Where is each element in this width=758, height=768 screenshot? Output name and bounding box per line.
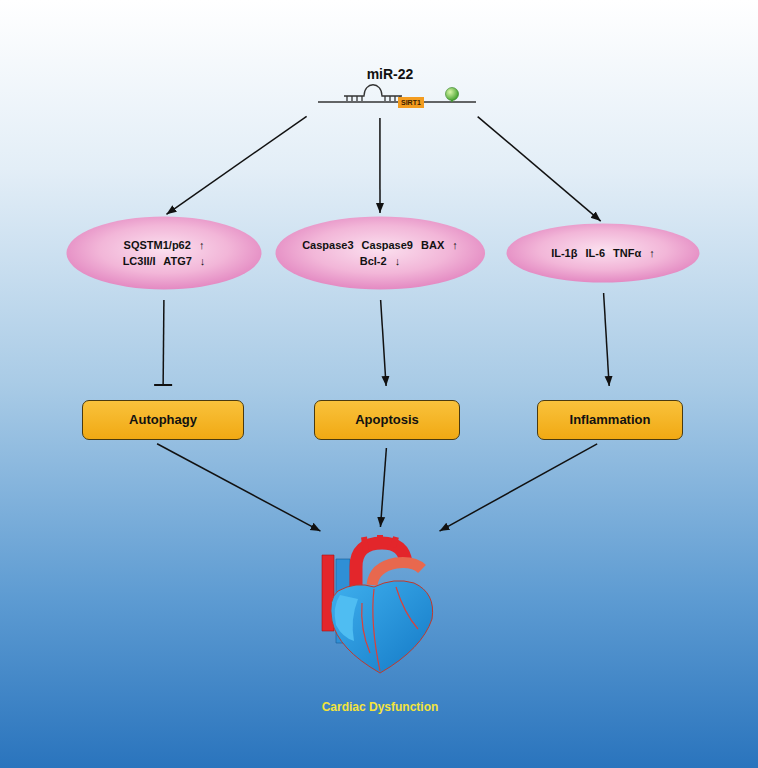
marker-ellipse: SQSTM1/p62 ↑LC3II/I ATG7 ↓ (66, 216, 262, 290)
coronary-vessels (362, 587, 418, 671)
ellipse-shape (275, 217, 485, 290)
node-text: Apoptosis (355, 412, 419, 428)
hairpin (344, 85, 402, 96)
node-text: miR-22 (367, 66, 414, 82)
gene-box: SIRT1 (398, 97, 424, 108)
base-pair-tick (394, 96, 395, 101)
arch-branches (364, 535, 396, 551)
arrow-connector (381, 300, 386, 386)
process-box: Inflammation (537, 400, 683, 440)
heart-drawing (322, 535, 433, 673)
process-box: Apoptosis (314, 400, 460, 440)
node-text: Inflammation (570, 412, 651, 428)
node-text: Cardiac Dysfunction (322, 700, 439, 715)
base-pair-tick (361, 96, 362, 101)
mirna-label: miR-22SIRT1 (300, 66, 480, 114)
arrow-connector (478, 117, 601, 221)
ellipse-shape (67, 217, 262, 290)
heart-body (331, 581, 433, 673)
node-text: SIRT1 (401, 98, 421, 107)
node-text: Bcl-2 ↓ (360, 253, 400, 269)
node-shape (275, 216, 486, 290)
node-text: Caspase3 Caspase9 BAX ↑ (302, 237, 458, 253)
base-pair-tick (356, 96, 357, 101)
arrow-connector (380, 448, 386, 527)
ellipse-shape (507, 224, 700, 283)
arrow-connector (440, 444, 598, 531)
base-pair-tick (384, 96, 385, 101)
base-pair-tick (389, 96, 390, 101)
ribosome-ball (446, 88, 459, 101)
arrow-connector (379, 118, 381, 213)
inhibition-connector (162, 300, 164, 385)
arrow-connector (157, 444, 320, 531)
base-pair-tick (351, 96, 352, 101)
marker-ellipse: Caspase3 Caspase9 BAX ↑Bcl-2 ↓ (275, 216, 486, 290)
heart-figure: Cardiac Dysfunction (300, 533, 460, 715)
base-pair-tick (346, 96, 347, 101)
mrna-strand (318, 85, 476, 102)
node-text: Autophagy (129, 412, 197, 428)
process-box: Autophagy (82, 400, 244, 440)
node-text: SQSTM1/p62 ↑ (124, 237, 205, 253)
arrow-connector (166, 116, 306, 214)
arrow-connector (604, 293, 610, 386)
node-shape (66, 216, 262, 290)
right-atrium (335, 595, 358, 641)
node-shape (300, 533, 460, 715)
node-text: IL-1β IL-6 TNFα ↑ (551, 245, 655, 261)
marker-ellipse: IL-1β IL-6 TNFα ↑ (506, 223, 700, 283)
node-text: LC3II/I ATG7 ↓ (123, 253, 206, 269)
